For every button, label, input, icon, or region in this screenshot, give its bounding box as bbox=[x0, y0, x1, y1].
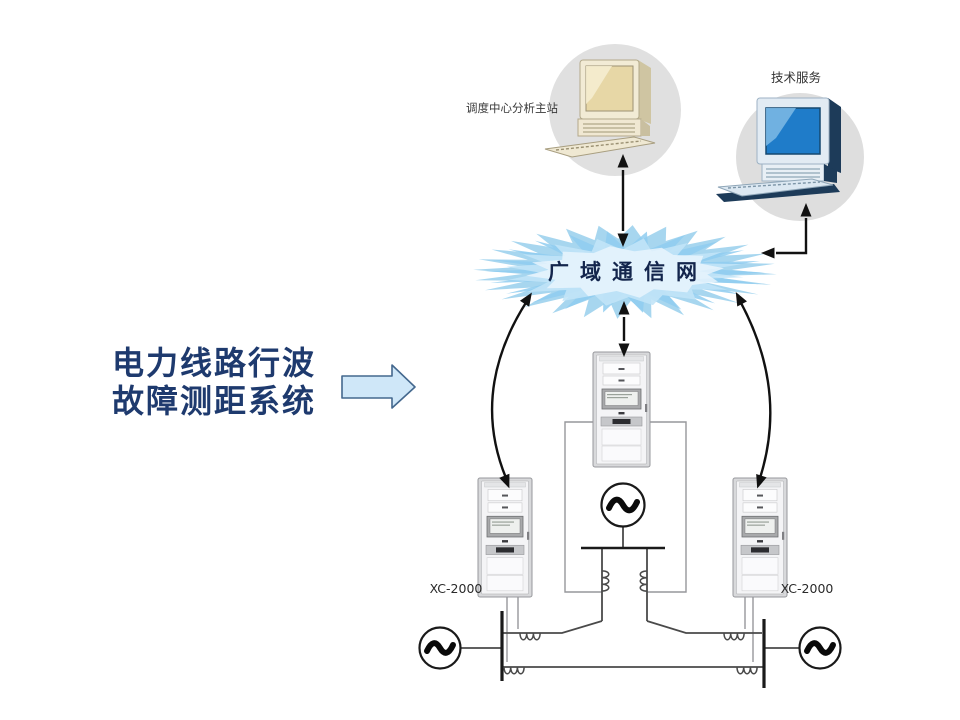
io-slot bbox=[751, 547, 769, 553]
wiring-left-branch bbox=[564, 421, 602, 593]
arrowhead bbox=[617, 154, 629, 168]
ct-secondary-wiring bbox=[506, 421, 754, 662]
panel-indicator bbox=[757, 494, 763, 497]
door-handle bbox=[645, 404, 648, 412]
system-unit-side bbox=[641, 119, 650, 136]
sine-symbol bbox=[804, 640, 836, 656]
keyboard-keys bbox=[727, 181, 821, 189]
wan-cloud-label: 广域通信网 bbox=[548, 260, 708, 284]
master-station-computer: 调度中心分析主站 bbox=[466, 44, 681, 176]
generator-right bbox=[798, 626, 842, 670]
display-screen bbox=[489, 518, 521, 534]
ct-coil bbox=[639, 570, 648, 592]
screen-text-line bbox=[492, 524, 510, 526]
panel-indicator bbox=[618, 412, 625, 415]
cabinet-top-strip bbox=[599, 356, 644, 362]
monitor-side bbox=[638, 60, 651, 124]
cabinet-middle-xc2000 bbox=[592, 351, 651, 468]
monitor-side bbox=[828, 98, 841, 173]
panel-indicator bbox=[618, 368, 625, 370]
arrowhead bbox=[756, 474, 767, 489]
cabinet-panel bbox=[741, 574, 779, 592]
generator-left bbox=[418, 626, 462, 670]
door-handle bbox=[782, 531, 785, 540]
cabinet-left-xc2000 bbox=[477, 477, 533, 598]
arrow-cloud-to-right-cabinet bbox=[738, 300, 772, 479]
line-section-upper-left bbox=[503, 620, 603, 634]
screen-text-line bbox=[492, 521, 514, 523]
cabinet-panel bbox=[741, 557, 779, 575]
arrowhead bbox=[519, 292, 532, 307]
io-slot bbox=[612, 419, 631, 424]
sine-symbol bbox=[606, 496, 640, 514]
arrowhead bbox=[761, 247, 775, 259]
ct-coil bbox=[519, 632, 541, 641]
cloud-burst-shape bbox=[473, 225, 777, 319]
cloud-layer bbox=[526, 246, 724, 298]
screen-text-line bbox=[747, 524, 765, 526]
display-screen bbox=[604, 391, 639, 406]
screen-text-line bbox=[747, 521, 769, 523]
wan-cloud: 广域通信网 bbox=[473, 225, 777, 319]
screen-highlight bbox=[586, 66, 612, 104]
panel-indicator bbox=[502, 494, 508, 497]
cabinet-panel bbox=[601, 428, 642, 446]
arrowhead bbox=[617, 233, 629, 247]
arrowhead bbox=[800, 203, 812, 217]
panel-indicator bbox=[757, 506, 763, 509]
ct-coil bbox=[723, 632, 745, 641]
panel-indicator bbox=[757, 540, 763, 543]
panel-indicator bbox=[502, 506, 508, 509]
monitor-base-side bbox=[824, 164, 837, 183]
tech-service-label: 技术服务 bbox=[771, 70, 821, 85]
arrowhead bbox=[499, 473, 510, 489]
tech-service-computer: 技术服务 bbox=[716, 70, 864, 221]
cabinet-panel bbox=[486, 574, 524, 592]
title-pointer-arrow bbox=[341, 364, 416, 409]
generator-middle bbox=[600, 482, 646, 528]
ct-coil bbox=[601, 570, 610, 592]
door-handle bbox=[527, 531, 530, 540]
sine-symbol bbox=[424, 640, 456, 656]
cabinet-panel bbox=[601, 445, 642, 462]
screen-text-line bbox=[607, 397, 628, 399]
io-slot bbox=[496, 547, 514, 553]
arrowhead bbox=[735, 292, 747, 307]
arrow-cloud-to-left-cabinet bbox=[490, 300, 529, 479]
system-title: 电力线路行波 故障测距系统 bbox=[112, 344, 342, 420]
screen-text-line bbox=[607, 394, 632, 396]
wiring-right-branch bbox=[647, 421, 687, 593]
cabinet-panel bbox=[486, 557, 524, 575]
master-station-label: 调度中心分析主站 bbox=[466, 101, 558, 115]
connection-arrows bbox=[490, 170, 808, 479]
computer-base bbox=[716, 184, 840, 202]
arrowhead bbox=[618, 343, 630, 357]
ct-coil bbox=[736, 666, 758, 675]
display-screen bbox=[744, 518, 776, 534]
cabinet-right-xc2000 bbox=[732, 477, 788, 598]
current-transformer-coils bbox=[503, 570, 758, 675]
arrowheads bbox=[499, 154, 812, 489]
system-title-line2: 故障测距系统 bbox=[112, 382, 317, 420]
xc2000-right-label: XC-2000 bbox=[781, 581, 834, 596]
xc2000-left-label: XC-2000 bbox=[430, 581, 483, 596]
system-title-line1: 电力线路行波 bbox=[112, 344, 317, 382]
panel-indicator bbox=[618, 379, 625, 382]
arrow-techservice-to-cloud bbox=[776, 218, 808, 255]
panel-indicator bbox=[502, 540, 508, 543]
screen-highlight bbox=[766, 108, 796, 146]
keyboard-keys bbox=[555, 140, 642, 151]
ct-coil bbox=[503, 666, 525, 675]
arrowhead bbox=[618, 301, 630, 315]
